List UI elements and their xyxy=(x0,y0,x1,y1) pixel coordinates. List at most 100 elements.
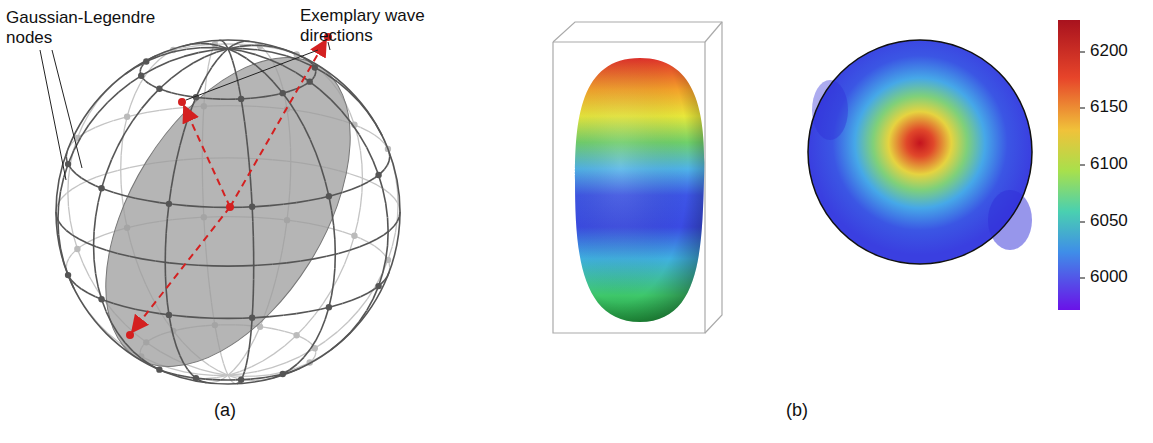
wire xyxy=(224,42,226,45)
wire xyxy=(342,232,352,235)
wire xyxy=(358,137,361,150)
wire xyxy=(88,293,96,297)
wire xyxy=(217,54,222,60)
wire xyxy=(249,340,250,350)
wire xyxy=(253,280,255,294)
wire xyxy=(228,45,233,49)
wire xyxy=(361,182,369,186)
tick-label: 6200 xyxy=(1090,41,1128,61)
wire xyxy=(67,178,69,192)
wire xyxy=(297,357,304,364)
quadrature-node xyxy=(166,312,172,318)
wire xyxy=(300,337,304,339)
wire xyxy=(98,102,108,113)
wire xyxy=(186,316,200,319)
quadrature-node xyxy=(238,96,244,102)
wire xyxy=(358,299,367,311)
wire xyxy=(166,218,167,233)
wire xyxy=(285,337,295,346)
wire xyxy=(155,261,169,263)
wire xyxy=(360,193,362,208)
wire xyxy=(147,201,160,203)
wire xyxy=(186,205,200,208)
wire xyxy=(96,247,106,250)
quadrature-node xyxy=(326,193,332,199)
velocity-surface xyxy=(575,58,704,322)
wire xyxy=(68,207,70,221)
wire xyxy=(184,47,191,48)
wire xyxy=(383,189,386,203)
wire xyxy=(205,52,217,57)
wire xyxy=(213,379,221,381)
wire xyxy=(237,53,246,59)
wire xyxy=(147,110,160,112)
wire xyxy=(166,290,167,303)
wire xyxy=(243,49,258,50)
quadrature-node xyxy=(375,283,381,289)
wire xyxy=(187,48,201,49)
wire xyxy=(256,205,270,208)
wire xyxy=(341,111,350,123)
wire xyxy=(239,357,244,364)
wave-plane xyxy=(55,15,400,408)
wire xyxy=(224,363,226,369)
wire xyxy=(273,82,281,92)
wire xyxy=(94,217,96,232)
wire xyxy=(245,121,247,134)
wire xyxy=(255,328,260,338)
wire xyxy=(263,354,274,361)
wire xyxy=(377,235,384,239)
wire xyxy=(108,92,119,102)
wire xyxy=(184,363,188,369)
wire xyxy=(72,170,76,174)
wire xyxy=(178,94,184,95)
wire xyxy=(334,240,336,254)
tick-label: 6000 xyxy=(1090,267,1128,287)
wire xyxy=(135,309,147,311)
wire xyxy=(220,379,228,381)
wire xyxy=(124,306,135,309)
wire xyxy=(124,195,135,198)
wire xyxy=(348,91,358,101)
wire xyxy=(152,85,156,87)
wire xyxy=(316,330,321,340)
wire xyxy=(118,333,125,343)
wire xyxy=(327,253,339,256)
wire xyxy=(117,253,129,256)
wire xyxy=(88,127,96,131)
wire xyxy=(313,357,315,359)
wire xyxy=(386,203,388,217)
wire xyxy=(310,340,316,349)
wire xyxy=(209,44,218,46)
wire xyxy=(184,95,191,96)
wire xyxy=(182,63,193,70)
quadrature-node xyxy=(293,332,299,338)
wire xyxy=(242,51,256,55)
wire xyxy=(290,89,295,91)
wire xyxy=(309,309,321,311)
wire xyxy=(304,126,310,139)
quadrature-node xyxy=(375,172,381,178)
wire xyxy=(96,274,99,287)
wire xyxy=(81,289,88,293)
wire xyxy=(95,124,104,128)
wire xyxy=(214,373,228,375)
wire xyxy=(300,349,313,356)
wire xyxy=(313,76,315,78)
wire xyxy=(106,160,111,174)
wire xyxy=(98,323,108,333)
wire xyxy=(316,153,321,167)
wire xyxy=(223,375,228,379)
wire xyxy=(205,97,212,99)
wire xyxy=(337,322,348,332)
wire xyxy=(248,148,249,162)
wire xyxy=(352,186,361,190)
wire xyxy=(121,184,122,199)
wire xyxy=(321,319,325,330)
wire xyxy=(368,178,375,182)
wire xyxy=(314,256,327,259)
wire xyxy=(221,356,223,364)
wire xyxy=(290,364,297,370)
wire xyxy=(359,135,367,148)
wire xyxy=(361,127,369,131)
